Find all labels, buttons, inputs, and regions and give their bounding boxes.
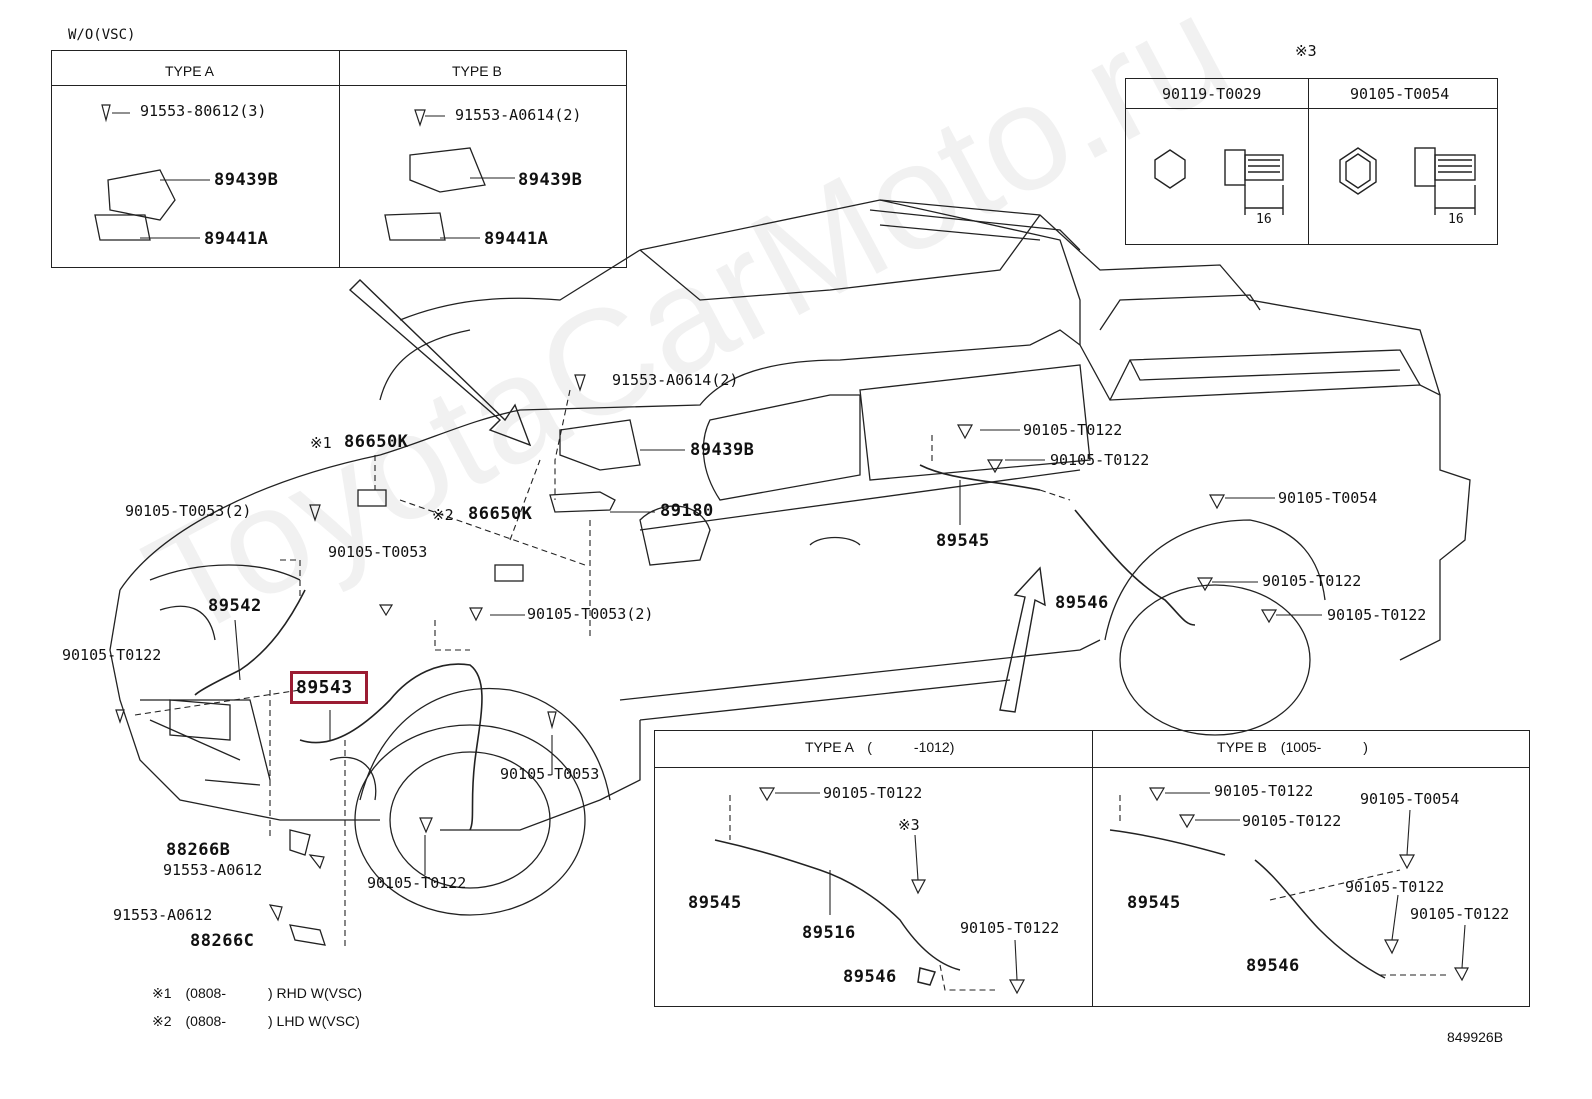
rear-b-89545: 89545 [1127, 893, 1181, 913]
footnote-1: ※1 (0808- ) RHD W(VSC) [152, 985, 363, 1001]
footnote-2: ※2 (0808- ) LHD W(VSC) [152, 1013, 360, 1029]
rear-a-89546: 89546 [843, 967, 897, 987]
highlight-box [290, 671, 368, 704]
fastener-glyphs [1154, 147, 1476, 215]
type-a-sensor-label: 89441A [204, 229, 269, 249]
inset-type-a-title: TYPE A [165, 63, 215, 79]
fasteners-header-row [1125, 78, 1498, 109]
rear-a-89545: 89545 [688, 893, 742, 913]
rear-a-bolt-1: 90105-T0122 [823, 784, 923, 802]
rear-b-bolt-3: 90105-T0122 [1345, 878, 1445, 896]
rear-a-89516: 89516 [802, 923, 856, 943]
callout-89542: 89542 [208, 596, 262, 616]
callout-90105-t0053-2a: 90105-T0053(2) [125, 502, 252, 520]
bolt-glyphs [101, 104, 1469, 995]
rear-type-b-title: TYPE B (1005- ) [1217, 739, 1368, 755]
harness-rear [919, 464, 1196, 626]
callout-90105-t0122d: 90105-T0122 [1050, 451, 1150, 469]
inset-fasteners [1125, 78, 1498, 245]
fastener-col2-label: 90105-T0054 [1350, 85, 1450, 103]
callout-88266c: 88266C [190, 931, 255, 951]
inset-harness-b [1109, 829, 1386, 979]
inset-type-b-title: TYPE B [452, 63, 502, 79]
type-b-bracket-label: 89439B [518, 170, 583, 190]
callout-90105-t0122f: 90105-T0122 [1327, 606, 1427, 624]
callout-90105-t0122c: 90105-T0122 [1023, 421, 1123, 439]
rear-a-bolt-2: 90105-T0122 [960, 919, 1060, 937]
callout-91553-a0612a: 91553-A0612 [163, 861, 263, 879]
callout-88266b: 88266B [166, 840, 231, 860]
callout-note1-mark: ※1 [310, 434, 332, 452]
callout-90105-t0122b: 90105-T0122 [367, 874, 467, 892]
fastener-note-mark: ※3 [1295, 42, 1317, 60]
callout-89439b: 89439B [690, 440, 755, 460]
type-b-bolt-label: 91553-A0614(2) [455, 106, 582, 124]
type-b-sensor-label: 89441A [484, 229, 549, 249]
rear-type-a-title: TYPE A ( -1012) [805, 739, 955, 755]
rear-b-bolt-2: 90105-T0122 [1242, 812, 1342, 830]
rear-b-bolt-1: 90105-T0122 [1214, 782, 1314, 800]
rear-b-89546: 89546 [1246, 956, 1300, 976]
type-a-bolt-label: 91553-80612(3) [140, 102, 267, 120]
callout-90105-t0054: 90105-T0054 [1278, 489, 1378, 507]
truck-body [109, 199, 1471, 916]
harness-front [194, 589, 483, 831]
fasteners-divider [1308, 78, 1309, 245]
type-a-bracket-label: 89439B [214, 170, 279, 190]
callout-89180: 89180 [660, 501, 714, 521]
callout-89546: 89546 [1055, 593, 1109, 613]
part-sensor-glyphs [94, 147, 641, 946]
fastener-col1-dim: 16 [1256, 212, 1272, 227]
callout-note2-mark: ※2 [432, 506, 454, 524]
wo-vsc-label: W/O(VSC) [68, 27, 136, 43]
callout-90105-t0053-2b: 90105-T0053(2) [527, 605, 654, 623]
callout-90105-t0053a: 90105-T0053 [328, 543, 428, 561]
callout-90105-t0122e: 90105-T0122 [1262, 572, 1362, 590]
arrow-to-rear [999, 566, 1046, 713]
callout-90105-t0122a: 90105-T0122 [62, 646, 162, 664]
arrow-to-detail [348, 279, 532, 447]
rear-a-note3-mark: ※3 [898, 816, 920, 834]
rear-b-bolt-4: 90105-T0122 [1410, 905, 1510, 923]
inset-divider [339, 50, 340, 268]
callout-89543-highlighted: 89543 [296, 677, 353, 698]
fastener-col1-label: 90119-T0029 [1162, 85, 1262, 103]
callout-86650k-1: 86650K [344, 432, 409, 452]
leader-lines [134, 389, 1450, 991]
callout-89545: 89545 [936, 531, 990, 551]
callout-91553-a0614: 91553-A0614(2) [612, 371, 739, 389]
callout-86650k-2: 86650K [468, 504, 533, 524]
inset-harness-a [714, 839, 961, 986]
diagram-ref-code: 849926B [1447, 1029, 1504, 1045]
callout-90105-t0053b: 90105-T0053 [500, 765, 600, 783]
callout-lines [112, 112, 1466, 981]
rear-inset-divider [1092, 730, 1093, 1007]
rear-b-bolt-t0054: 90105-T0054 [1360, 790, 1460, 808]
callout-91553-a0612b: 91553-A0612 [113, 906, 213, 924]
fastener-col2-dim: 16 [1448, 212, 1464, 227]
